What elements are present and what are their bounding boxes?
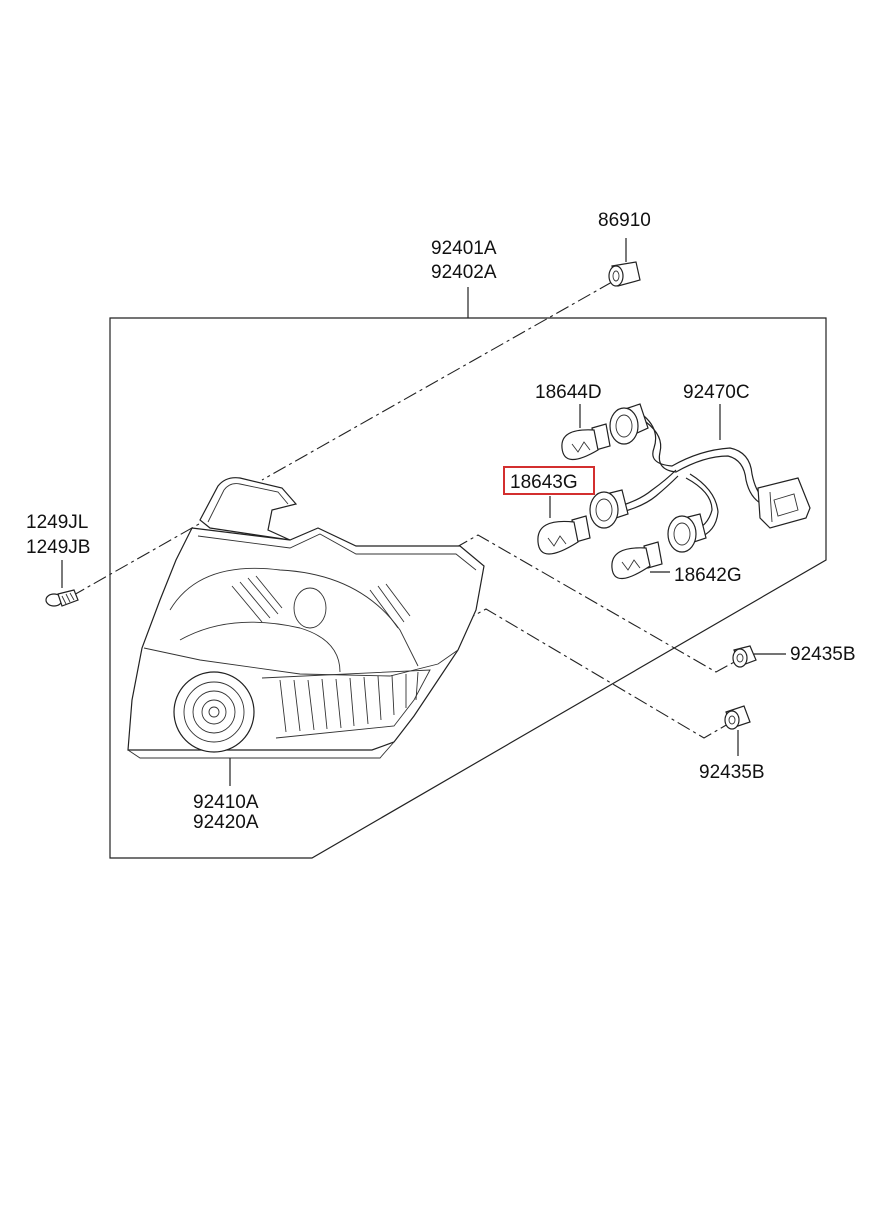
clip-92435B-upper-icon [732,645,786,668]
dashline-92435B-upper [454,534,739,673]
label-92402A: 92402A [431,262,497,283]
label-86910: 86910 [598,210,651,231]
dashline-1249 [71,519,207,597]
clip-92435B-lower-icon [724,705,751,756]
screw-1249-icon [45,560,79,607]
label-92420A: 92420A [193,812,259,833]
bulb-18644D-icon [561,404,611,461]
label-18643G[interactable]: 18643G [510,472,578,493]
label-18642G: 18642G [674,565,742,586]
tail-lamp-housing [127,477,485,759]
label-92435B-upper: 92435B [790,644,856,665]
bulb-18643G-icon [537,496,591,555]
dashline-86910 [261,281,613,481]
assembly-frame [109,317,827,859]
highlight-box-18643G [503,466,595,495]
label-92410A: 92410A [193,792,259,813]
grommet-86910-icon [608,238,641,287]
label-92470C: 92470C [683,382,750,403]
label-1249JL: 1249JL [26,512,88,533]
label-18644D: 18644D [535,382,602,403]
label-1249JB: 1249JB [26,537,90,558]
dashline-92435B-lower [461,608,729,739]
label-92401A: 92401A [431,238,497,259]
label-92435B-lower: 92435B [699,762,765,783]
bulb-18642G-icon [611,541,670,580]
wiring-harness-92470C-icon [589,403,811,553]
